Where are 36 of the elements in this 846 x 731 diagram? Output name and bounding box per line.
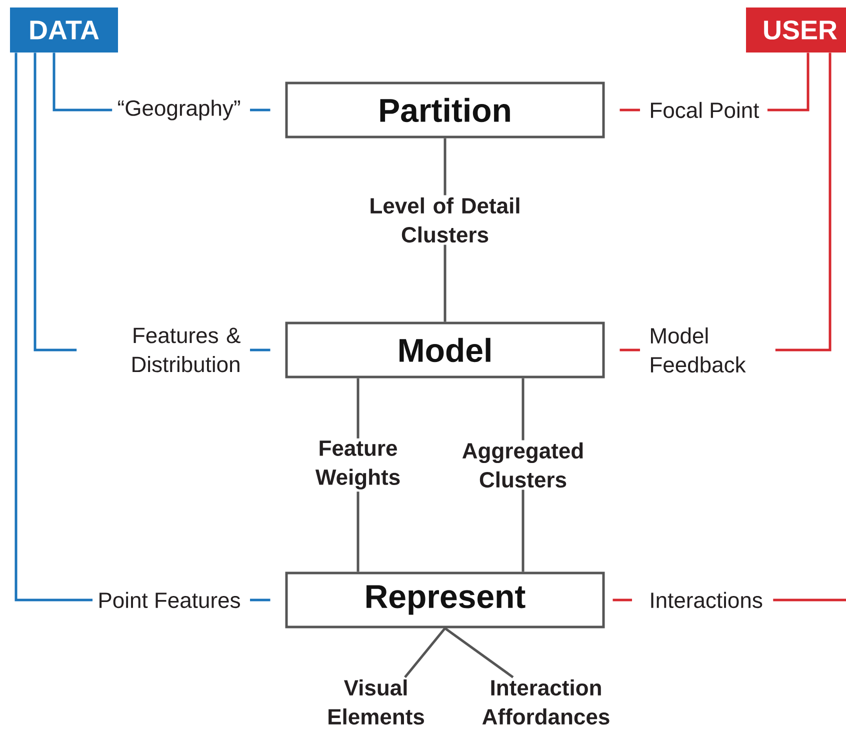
connector-line [620, 348, 640, 352]
stage-label: Feature Weights [315, 440, 400, 490]
stage-box: Partition [285, 82, 605, 138]
stage-label: Focal Point [651, 102, 760, 118]
connector-line [250, 598, 270, 602]
stage-label: Visual Elements [328, 679, 424, 725]
connector-line [620, 108, 640, 112]
connector-line [773, 598, 846, 602]
stage-label: Level of Detail Clusters [370, 197, 520, 243]
stage-label: Aggregated Clusters [462, 442, 583, 488]
stage-label: Features & Distribution [132, 328, 240, 372]
stage-label: “Geography” [118, 100, 240, 120]
connector-line [14, 52, 93, 602]
label-tag: DATA [10, 8, 118, 52]
connector-line [250, 108, 270, 112]
connector-line [250, 348, 270, 352]
connector-line [767, 52, 810, 112]
connector-line [34, 52, 77, 352]
connector-line [522, 378, 524, 440]
connector-line [444, 627, 514, 678]
stage-box: Represent [285, 572, 605, 628]
connector-line [522, 490, 524, 572]
stage-box: Model [285, 322, 605, 378]
label-tag: USER [746, 8, 846, 52]
connector-line [52, 52, 112, 112]
connector-line [444, 244, 446, 322]
connector-line [356, 378, 360, 438]
stage-label: Interactions [651, 592, 762, 608]
connector-line [356, 492, 360, 572]
connector-line [444, 138, 446, 196]
stage-label: Model Feedback [651, 327, 746, 373]
connector-line [612, 598, 632, 602]
connector-line [775, 52, 832, 352]
stage-label: Interaction Affordances [482, 679, 610, 725]
connector-line [404, 627, 446, 678]
stage-label: Point Features [100, 592, 240, 608]
